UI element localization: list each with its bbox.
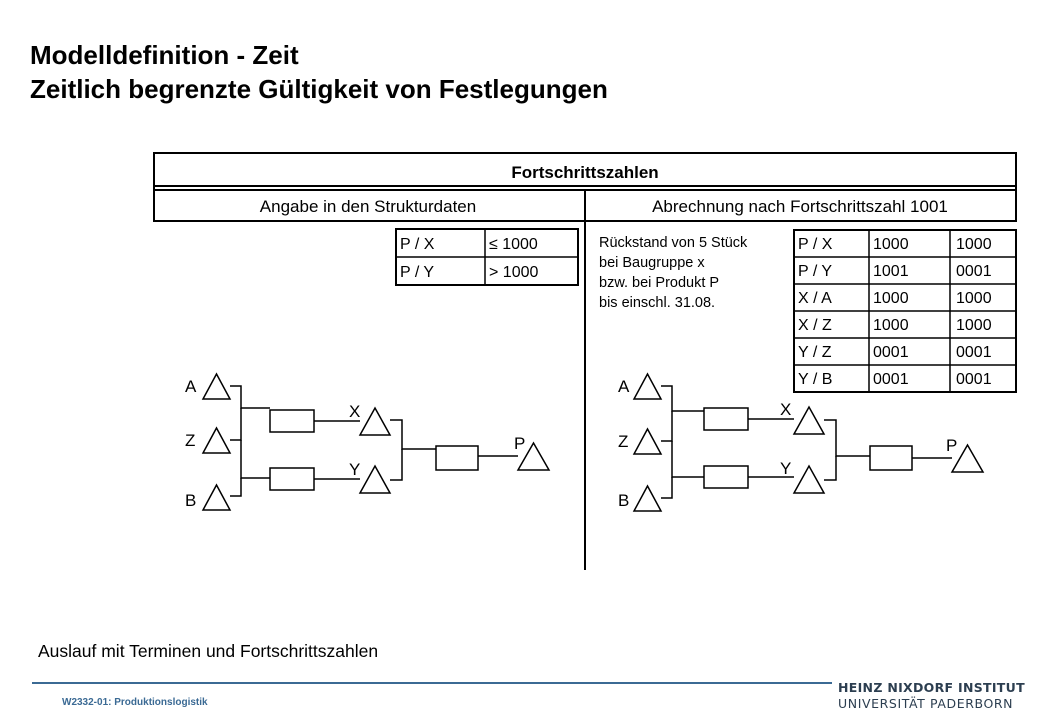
label-y: Y: [349, 460, 360, 479]
node-triangle-p-right: [950, 443, 985, 473]
footer-divider: [32, 682, 832, 684]
node-triangle-b-right: [632, 484, 663, 512]
node-triangle-p: [516, 441, 551, 471]
right-table-cell-4-3: 1000: [956, 317, 992, 334]
note-line-2: bei Baugruppe x: [599, 255, 705, 271]
title-line-2: Zeitlich begrenzte Gültigkeit von Festle…: [30, 74, 608, 104]
node-triangle-a: [201, 372, 232, 400]
structure-tree-right-labels: A Z B X Y P: [618, 377, 957, 510]
column-right-heading: Abrechnung nach Fortschrittszahl 1001: [652, 197, 948, 216]
node-triangle-b: [201, 483, 232, 511]
node-triangle-x-right: [792, 405, 826, 435]
right-table-cell-1-2: 1000: [873, 236, 909, 253]
right-table-cell-3-3: 1000: [956, 290, 992, 307]
right-table-cell-2-1: P / Y: [798, 263, 832, 280]
assembly-box-p: [435, 445, 479, 471]
logo-line-2: UNIVERSITÄT PADERBORN: [838, 696, 1014, 711]
label-a-right: A: [618, 377, 630, 396]
node-triangle-x: [358, 406, 392, 436]
node-triangle-z: [201, 426, 232, 454]
assembly-box-p-right: [869, 445, 913, 471]
left-table-cell-2-2: > 1000: [489, 264, 538, 281]
backlog-note: Rückstand von 5 Stück bei Baugruppe x bz…: [599, 235, 748, 311]
note-line-3: bzw. bei Produkt P: [599, 275, 719, 291]
assembly-box-y: [269, 467, 315, 491]
figure-caption: Auslauf mit Terminen und Fortschrittszah…: [38, 641, 379, 661]
structure-tree-left-labels: A Z B X Y P: [185, 377, 525, 510]
label-b: B: [185, 491, 196, 510]
left-table-cell-1-2: ≤ 1000: [489, 236, 538, 253]
label-x-right: X: [780, 400, 791, 419]
label-x: X: [349, 402, 360, 421]
right-table-cell-5-1: Y / Z: [798, 344, 832, 361]
right-table-cell-4-2: 1000: [873, 317, 909, 334]
right-table-cell-3-2: 1000: [873, 290, 909, 307]
structure-tree-right: [632, 372, 985, 512]
label-a: A: [185, 377, 197, 396]
right-table-cell-6-3: 0001: [956, 371, 992, 388]
note-line-4: bis einschl. 31.08.: [599, 295, 715, 311]
right-table-cell-5-2: 0001: [873, 344, 909, 361]
label-p-right: P: [946, 436, 957, 455]
right-table-cell-5-3: 0001: [956, 344, 992, 361]
right-table-cell-1-1: P / X: [798, 236, 833, 253]
logo-line-1: HEINZ NIXDORF INSTITUT: [838, 680, 1025, 695]
assembly-box-x-right: [703, 407, 749, 431]
assembly-box-y-right: [703, 465, 749, 489]
left-table-cell-1-1: P / X: [400, 236, 435, 253]
right-table: [793, 229, 1017, 393]
right-table-cell-2-3: 0001: [956, 263, 992, 280]
right-table-cell-1-3: 1000: [956, 236, 992, 253]
course-label: W2332-01: Produktionslogistik: [62, 697, 208, 708]
label-z-right: Z: [618, 432, 628, 451]
note-line-1: Rückstand von 5 Stück: [599, 235, 748, 251]
structure-tree-left: [201, 372, 551, 511]
slide-title: Modelldefinition - Zeit Zeitlich begrenz…: [30, 38, 608, 106]
label-y-right: Y: [780, 459, 791, 478]
column-left-heading: Angabe in den Strukturdaten: [260, 197, 476, 216]
right-table-cell-4-1: X / Z: [798, 317, 832, 334]
left-table: [395, 228, 579, 286]
node-triangle-y: [358, 464, 392, 494]
right-table-cell-6-2: 0001: [873, 371, 909, 388]
title-line-1: Modelldefinition - Zeit: [30, 40, 299, 70]
node-triangle-a-right: [632, 372, 663, 400]
left-table-cell-2-1: P / Y: [400, 264, 434, 281]
right-table-cell-6-1: Y / B: [798, 371, 832, 388]
label-z: Z: [185, 431, 195, 450]
figure-header-text: Fortschrittszahlen: [511, 163, 658, 182]
node-triangle-z-right: [632, 427, 663, 455]
right-table-cell-2-2: 1001: [873, 263, 909, 280]
institute-logo: HEINZ NIXDORF INSTITUT UNIVERSITÄT PADER…: [838, 680, 1025, 711]
label-p: P: [514, 434, 525, 453]
right-table-cell-3-1: X / A: [798, 290, 832, 307]
node-triangle-y-right: [792, 464, 826, 494]
assembly-box-x: [269, 409, 315, 433]
label-b-right: B: [618, 491, 629, 510]
right-table-text: P / X 1000 1000 P / Y 1001 0001 X / A 10…: [798, 236, 992, 388]
